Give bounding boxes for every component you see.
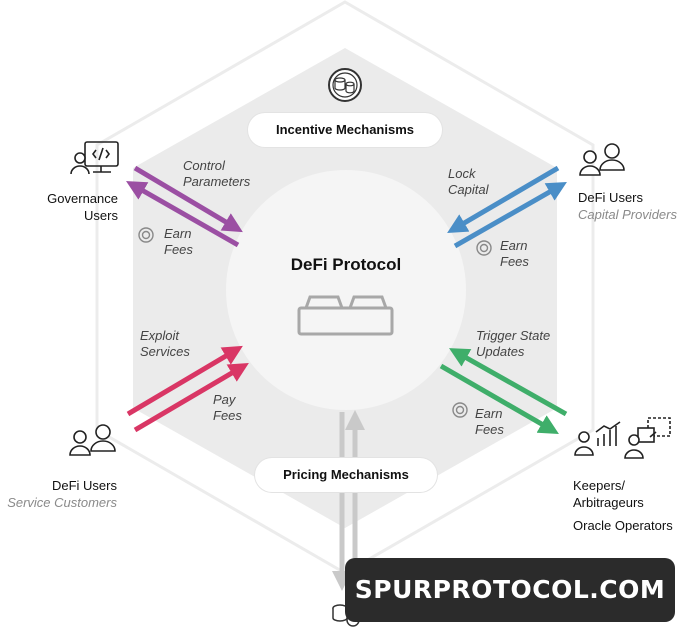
capital-fees-arrow	[453, 182, 567, 249]
protocol-block-icon	[297, 295, 394, 336]
governance-arrows	[126, 165, 243, 248]
developer-monitor-icon	[70, 141, 119, 175]
governance-fees-arrow	[126, 181, 240, 248]
keeper-fees-arrow	[439, 363, 559, 434]
service-users-subtitle: Service Customers	[7, 495, 117, 510]
service-customers-label: DeFi Users Service Customers	[0, 477, 117, 511]
incentive-mechanisms-label: Incentive Mechanisms	[248, 113, 442, 147]
keeper-arrows	[439, 348, 568, 434]
keepers-label: Keepers/ Arbitrageurs Oracle Operators	[573, 478, 673, 533]
lock-capital-arrow	[447, 165, 560, 234]
trigger-updates-arrow	[449, 348, 568, 417]
coin-icon	[138, 227, 154, 243]
exploit-services-arrow	[126, 345, 243, 417]
governance-users-label: Governance Users	[47, 191, 118, 223]
watermark-banner: SPURPROTOCOL.COM	[345, 558, 675, 622]
service-users-title: DeFi Users	[51, 478, 117, 493]
protocol-title: DeFi Protocol	[290, 255, 402, 274]
coins-stack-icon	[328, 68, 362, 102]
coin-icon	[476, 240, 492, 256]
pricing-mechanisms-label: Pricing Mechanisms	[255, 458, 437, 492]
users-icon	[579, 143, 625, 176]
protocol-circle	[226, 170, 466, 410]
coin-icon	[452, 402, 468, 418]
capital-providers-label: DeFi Users Capital Providers	[578, 189, 685, 223]
service-arrows	[126, 345, 249, 433]
chart-growth-icon	[574, 421, 621, 456]
capital-users-subtitle: Capital Providers	[578, 207, 677, 222]
users-icon	[69, 424, 116, 456]
capital-arrows	[447, 165, 567, 249]
capital-users-title: DeFi Users	[578, 190, 644, 205]
control-parameters-arrow	[133, 165, 243, 233]
pay-fees-arrow	[133, 362, 249, 433]
oracle-feed-icon	[624, 417, 671, 459]
